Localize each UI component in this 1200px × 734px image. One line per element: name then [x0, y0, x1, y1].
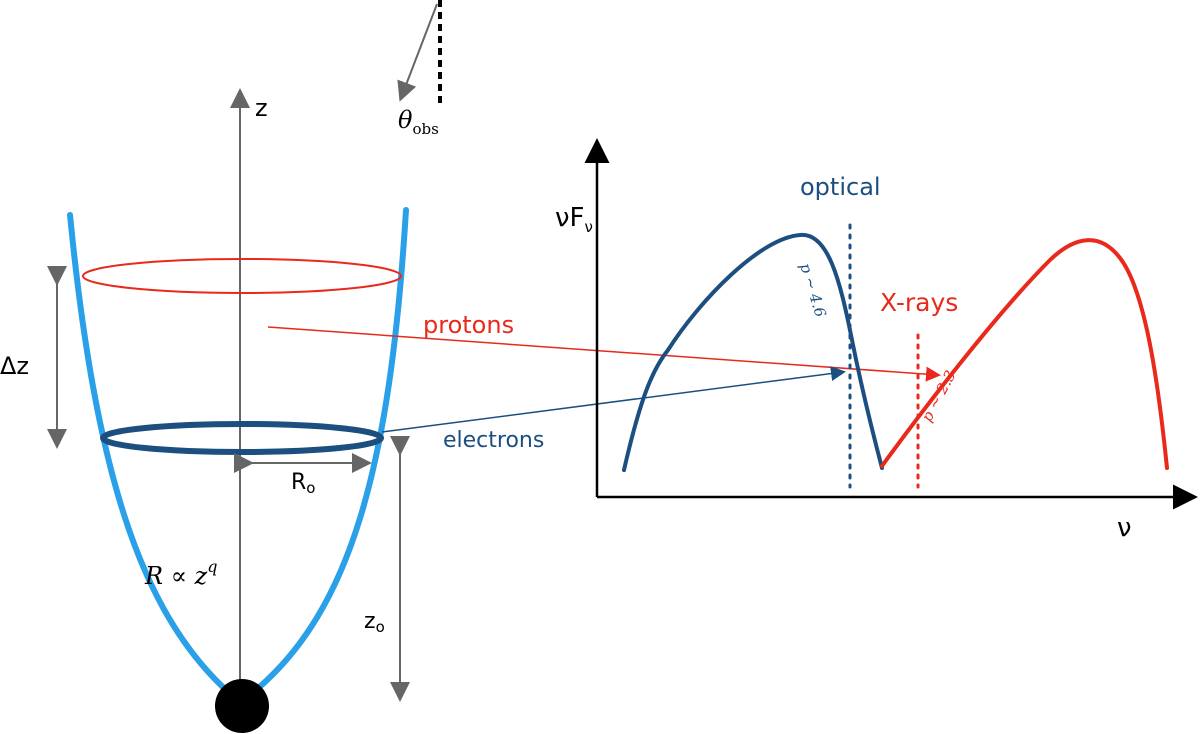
- proton-ring: [82, 258, 402, 294]
- electron-ring: [100, 421, 384, 455]
- optical-slope-label: p ~ 4.6: [796, 261, 830, 320]
- delta-z-label: Δz: [0, 352, 29, 380]
- black-hole: [215, 679, 269, 733]
- electrons-label: electrons: [443, 428, 544, 453]
- jet-wall-right: [253, 207, 409, 693]
- observer-angle-label: θobs: [398, 106, 439, 138]
- spectrum-y-axis-label: νFν: [555, 203, 593, 236]
- xray-slope-label: p ~ 2.3: [918, 367, 960, 425]
- optical-spectrum-curve: [622, 232, 884, 472]
- jet-shape-formula: R ∝ zq: [144, 557, 217, 590]
- radius-label: Ro: [291, 470, 315, 497]
- optical-label: optical: [800, 173, 881, 201]
- jet-z-axis-label: z: [255, 94, 268, 122]
- height-label: zo: [364, 609, 385, 636]
- xray-label: X-rays: [880, 288, 958, 317]
- electrons-arrow: [381, 366, 846, 433]
- spectrum-x-axis-label: ν: [1117, 513, 1132, 543]
- protons-arrow: [267, 326, 941, 382]
- protons-label: protons: [423, 311, 514, 339]
- xray-spectrum-curve: [880, 238, 1169, 470]
- jet-wall-left: [67, 212, 229, 693]
- observer-direction-arrow: [397, 3, 438, 102]
